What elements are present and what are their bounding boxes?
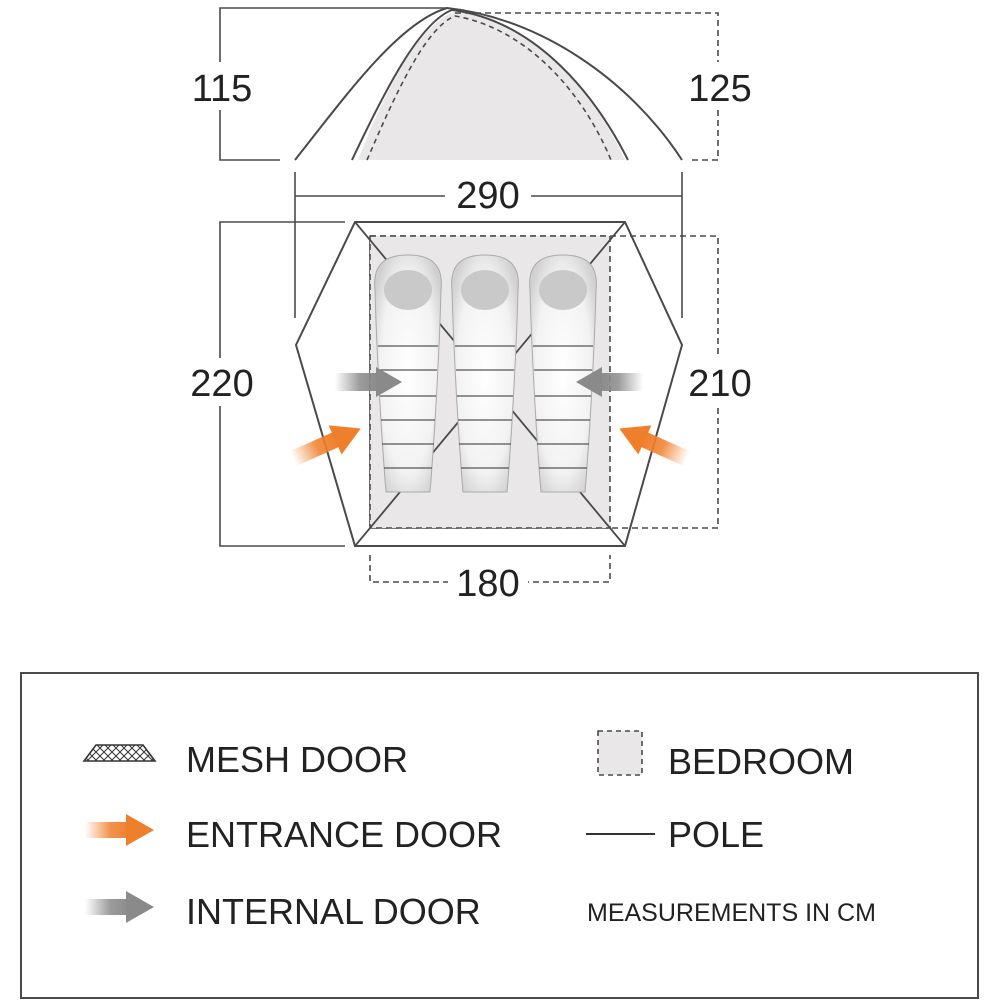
inner-pole-line xyxy=(351,8,629,161)
bedroom-length-label: 210 xyxy=(688,363,751,405)
legend-entrance-door-label: ENTRANCE DOOR xyxy=(186,814,502,855)
sleeping-bag xyxy=(529,254,597,493)
grey-arrow-icon xyxy=(85,891,154,923)
entrance-door-arrow-left xyxy=(289,425,361,466)
legend-pole-label: POLE xyxy=(668,814,764,855)
floor-plan: 220 210 180 xyxy=(182,221,762,605)
front-height-label: 115 xyxy=(192,68,253,110)
rear-height-label: 125 xyxy=(688,68,751,110)
sleeping-bag xyxy=(451,254,519,493)
legend-mesh-door-label: MESH DOOR xyxy=(186,739,408,780)
inner-tent-dashed xyxy=(366,15,612,161)
entrance-door-arrow-right xyxy=(619,425,691,466)
overall-length-label: 220 xyxy=(190,363,253,405)
measurements-note: MEASUREMENTS IN CM xyxy=(587,899,876,927)
internal-door-arrow-right xyxy=(576,367,643,397)
legend-box xyxy=(20,672,979,999)
orange-arrow-icon xyxy=(85,814,154,846)
legend: MESH DOOR ENTRANCE DOOR INTERNAL DOOR BE… xyxy=(20,672,979,999)
flysheet-outline xyxy=(294,6,683,161)
elevation-bedroom-fill xyxy=(358,12,625,160)
overall-width-label: 290 xyxy=(456,175,519,217)
overall-width-dimension: 290 xyxy=(294,172,683,318)
rear-height-dimension-line xyxy=(455,12,719,161)
legend-bedroom-label: BEDROOM xyxy=(668,741,854,782)
legend-internal-door-label: INTERNAL DOOR xyxy=(186,891,481,932)
internal-door-arrow-left xyxy=(335,367,402,397)
side-elevation: 115 125 xyxy=(182,6,760,161)
bedroom-width-dimension-line xyxy=(369,555,611,583)
mesh-door-icon xyxy=(82,744,157,762)
dashed-square-icon xyxy=(597,730,643,776)
bedroom-width-label: 180 xyxy=(456,563,519,605)
